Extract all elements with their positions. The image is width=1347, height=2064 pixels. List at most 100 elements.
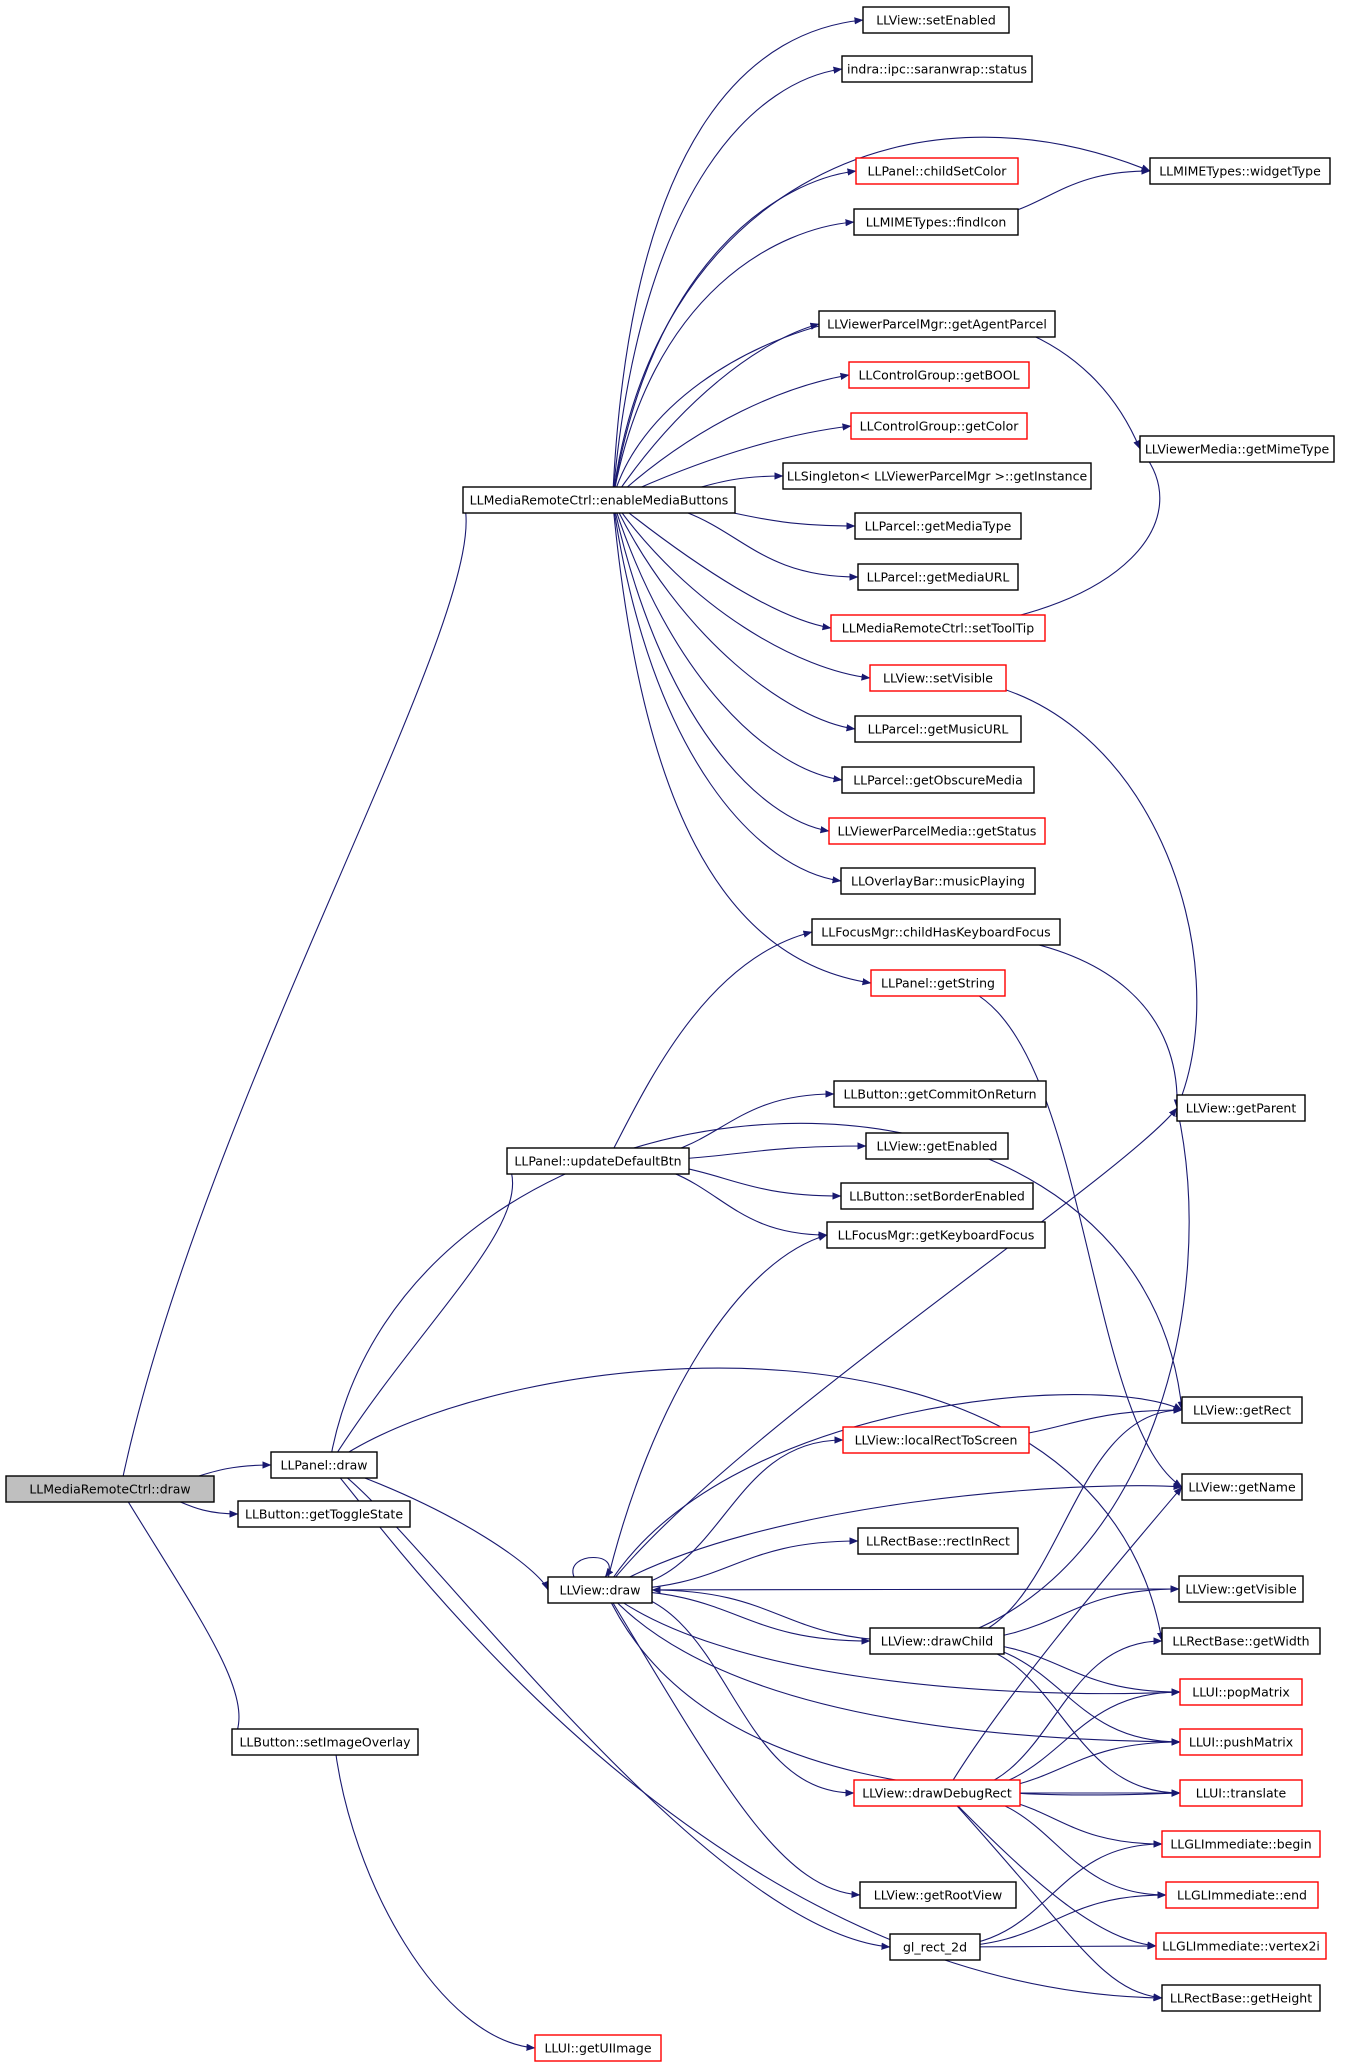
- node-box: [1178, 1575, 1304, 1603]
- node-label: LLUI::popMatrix: [1192, 1685, 1289, 1700]
- edge: [612, 17, 864, 501]
- node-get-mime-type[interactable]: LLViewerMedia::getMimeType: [1139, 435, 1335, 463]
- edge-setVisible-to-getParent: [944, 677, 1198, 1109]
- node-draw-debug-rect[interactable]: LLView::drawDebugRect: [853, 1779, 1021, 1807]
- node-music-playing[interactable]: LLOverlayBar::musicPlaying: [840, 867, 1036, 895]
- node-label: LLButton::setImageOverlay: [239, 1735, 411, 1750]
- node-rect-in-rect[interactable]: LLRectBase::rectInRect: [857, 1527, 1019, 1555]
- node-get-color[interactable]: LLControlGroup::getColor: [850, 412, 1028, 440]
- nodes-layer: LLMediaRemoteCtrl::draw LLMediaRemoteCtrl…: [5, 6, 1335, 2062]
- node-panel-draw[interactable]: LLPanel::draw: [270, 1451, 378, 1479]
- node-get-enabled[interactable]: LLView::getEnabled: [865, 1132, 1009, 1160]
- node-root[interactable]: LLMediaRemoteCtrl::draw: [5, 1475, 215, 1503]
- edge: [944, 1792, 1163, 2001]
- node-label: LLView::localRectToScreen: [855, 1433, 1018, 1448]
- node-local-rect-to-screen[interactable]: LLView::localRectToScreen: [842, 1426, 1030, 1454]
- node-child-has-keyboard-focus[interactable]: LLFocusMgr::childHasKeyboardFocus: [811, 918, 1061, 946]
- edge: [119, 1488, 240, 1743]
- edge: [119, 499, 470, 1490]
- node-get-media-u-r-l[interactable]: LLParcel::getMediaURL: [857, 563, 1019, 591]
- node-get-toggle-state[interactable]: LLButton::getToggleState: [237, 1500, 411, 1528]
- node-box: [462, 486, 736, 514]
- node-label: LLRectBase::getWidth: [1172, 1634, 1309, 1649]
- edge-drawChild-to-viewDraw: [651, 1586, 911, 1642]
- edge: [328, 1464, 1163, 2002]
- node-get-rect[interactable]: LLView::getRect: [1181, 1396, 1303, 1424]
- edge: [612, 219, 855, 501]
- node-box: [833, 1080, 1047, 1108]
- node-box: [1179, 1779, 1303, 1807]
- node-label: LLView::getParent: [1186, 1101, 1297, 1116]
- node-get-width[interactable]: LLRectBase::getWidth: [1161, 1627, 1321, 1655]
- node-get-obscure-media[interactable]: LLParcel::getObscureMedia: [841, 766, 1035, 794]
- node-box: [547, 1576, 653, 1604]
- node-label: LLView::drawChild: [881, 1634, 993, 1649]
- node-get-string[interactable]: LLPanel::getString: [870, 969, 1006, 997]
- node-pop-matrix[interactable]: LLUI::popMatrix: [1179, 1678, 1303, 1706]
- node-child-set-color[interactable]: LLPanel::childSetColor: [855, 157, 1019, 185]
- edge: [606, 930, 813, 1162]
- node-set-tool-tip[interactable]: LLMediaRemoteCtrl::setToolTip: [830, 614, 1046, 642]
- node-box: [870, 969, 1006, 997]
- node-draw-child[interactable]: LLView::drawChild: [869, 1627, 1005, 1655]
- edge-panelDraw-to-getRect: [328, 1122, 1185, 1466]
- node-label: LLOverlayBar::musicPlaying: [851, 874, 1025, 889]
- node-get-name[interactable]: LLView::getName: [1181, 1473, 1303, 1501]
- edge-setImageOverlay-to-getUIImage: [333, 1741, 536, 2051]
- node-saranwrap-status[interactable]: indra::ipc::saranwrap::status: [841, 55, 1033, 83]
- node-box: [862, 6, 1010, 34]
- node-get-u-i-image[interactable]: LLUI::getUIImage: [534, 2034, 662, 2062]
- node-label: LLPanel::updateDefaultBtn: [514, 1154, 681, 1169]
- edge: [612, 136, 1151, 501]
- node-get-visible[interactable]: LLView::getVisible: [1178, 1575, 1304, 1603]
- node-get-parent[interactable]: LLView::getParent: [1176, 1094, 1306, 1122]
- node-set-border-enabled[interactable]: LLButton::setBorderEnabled: [840, 1182, 1034, 1210]
- edge: [651, 1586, 911, 1642]
- node-box: [857, 563, 1019, 591]
- node-set-enabled[interactable]: LLView::setEnabled: [862, 6, 1010, 34]
- node-set-visible[interactable]: LLView::setVisible: [869, 664, 1007, 692]
- edge: [612, 499, 832, 631]
- node-label: LLPanel::getString: [881, 976, 995, 991]
- edge: [604, 1589, 861, 1899]
- edge-drawDebugRect-to-getWidth: [945, 1637, 1163, 1794]
- node-vertex2i[interactable]: LLGLImmediate::vertex2i: [1155, 1932, 1327, 1960]
- edge-panelDraw-to-viewDraw: [329, 1464, 549, 1591]
- node-translate[interactable]: LLUI::translate: [1179, 1779, 1303, 1807]
- node-find-icon[interactable]: LLMIMETypes::findIcon: [853, 208, 1019, 236]
- node-parcel-media-get-status[interactable]: LLViewerParcelMedia::getStatus: [828, 817, 1046, 845]
- edge-viewDraw-to-getRootView: [604, 1589, 861, 1899]
- node-box: [869, 1627, 1005, 1655]
- node-get-root-view[interactable]: LLView::getRootView: [859, 1881, 1017, 1909]
- node-get-agent-parcel[interactable]: LLViewerParcelMgr::getAgentParcel: [818, 310, 1056, 338]
- edge-viewDraw-to-drawDebugRect: [605, 1589, 855, 1797]
- edge: [612, 66, 843, 501]
- node-gl-rect2d[interactable]: gl_rect_2d: [889, 1933, 981, 1961]
- edge-enableMediaButtons-to-childSetColor: [612, 168, 857, 501]
- node-enable-media-buttons[interactable]: LLMediaRemoteCtrl::enableMediaButtons: [462, 486, 736, 514]
- node-get-b-o-o-l[interactable]: LLControlGroup::getBOOL: [848, 361, 1030, 389]
- node-view-draw[interactable]: LLView::draw: [547, 1576, 653, 1604]
- node-box: [811, 918, 1061, 946]
- node-get-keyboard-focus[interactable]: LLFocusMgr::getKeyboardFocus: [826, 1221, 1046, 1249]
- node-update-default-btn[interactable]: LLPanel::updateDefaultBtn: [506, 1147, 690, 1175]
- edge: [604, 1482, 1183, 1591]
- edge-viewDraw-to-getRect: [604, 1394, 1183, 1591]
- node-label: LLView::drawDebugRect: [862, 1786, 1012, 1801]
- node-gl-end[interactable]: LLGLImmediate::end: [1165, 1881, 1319, 1909]
- node-label: LLControlGroup::getBOOL: [858, 368, 1019, 383]
- node-widget-type[interactable]: LLMIMETypes::widgetType: [1149, 157, 1331, 185]
- node-get-commit-on-return[interactable]: LLButton::getCommitOnReturn: [833, 1080, 1047, 1108]
- node-get-height[interactable]: LLRectBase::getHeight: [1161, 1984, 1321, 2012]
- node-box: [828, 817, 1046, 845]
- node-get-media-type[interactable]: LLParcel::getMediaType: [854, 512, 1022, 540]
- node-gl-begin[interactable]: LLGLImmediate::begin: [1161, 1830, 1321, 1858]
- node-label: LLFocusMgr::childHasKeyboardFocus: [821, 925, 1050, 940]
- edge: [612, 168, 857, 501]
- node-push-matrix[interactable]: LLUI::pushMatrix: [1179, 1728, 1303, 1756]
- node-box: [1179, 1728, 1303, 1756]
- node-get-instance[interactable]: LLSingleton< LLViewerParcelMgr >::getIns…: [782, 462, 1092, 490]
- node-box: [865, 1132, 1009, 1160]
- node-set-image-overlay[interactable]: LLButton::setImageOverlay: [231, 1728, 419, 1756]
- node-get-music-u-r-l[interactable]: LLParcel::getMusicURL: [854, 715, 1022, 743]
